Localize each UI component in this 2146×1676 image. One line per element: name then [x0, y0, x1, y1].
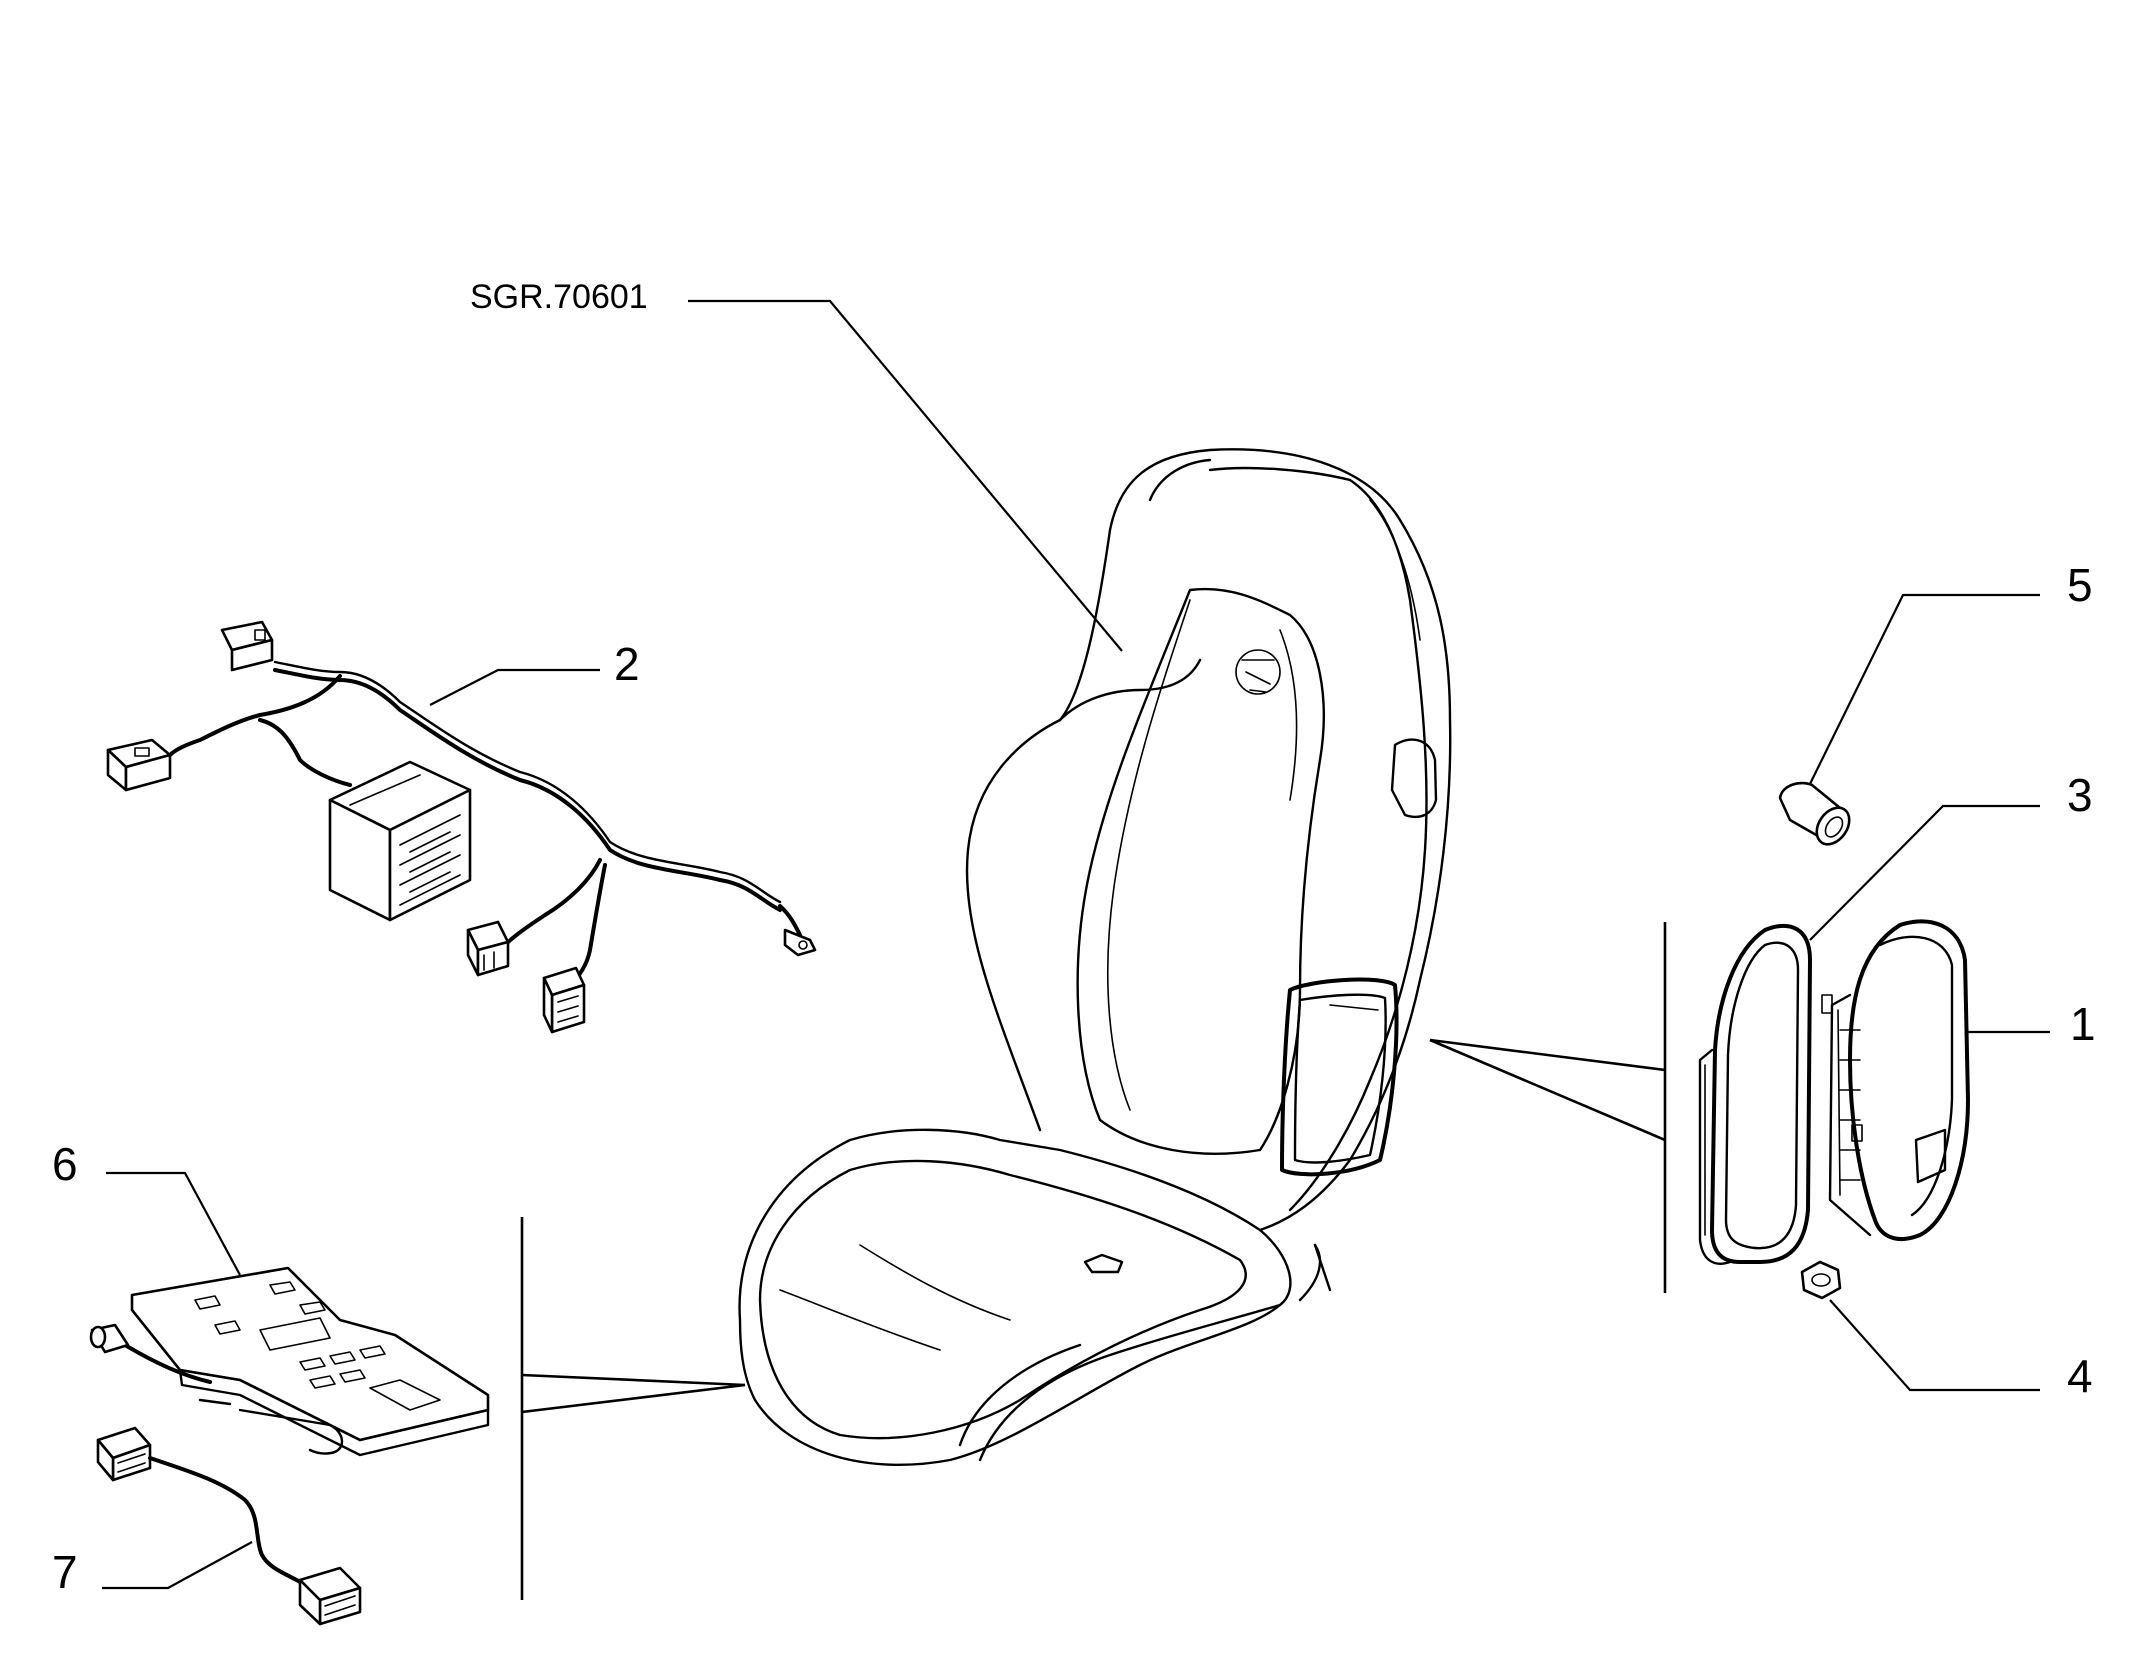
callout-part-3: 3: [2067, 769, 2093, 821]
callout-part-2: 2: [614, 638, 640, 690]
leader-part-3: [1809, 804, 2040, 941]
part-3-trim-frame: [1698, 924, 1812, 1265]
leader-part-2: [429, 668, 600, 706]
leader-part-4: [1829, 1299, 2040, 1392]
part-6-heating-mat: [89, 1266, 490, 1457]
leader-part-6: [106, 1171, 241, 1276]
callout-part-1: 1: [2070, 998, 2096, 1050]
part-1-side-cover: [1821, 919, 1970, 1241]
callout-part-5: 5: [2067, 559, 2093, 611]
seat-assembly: [738, 448, 1452, 1466]
leader-part-5: [1806, 593, 2040, 791]
bracket-seat-base-group: [520, 1217, 746, 1600]
part-7-cable: [96, 1426, 362, 1626]
callout-assembly-ref: SGR.70601: [470, 278, 648, 316]
part-5-push-clip: [1778, 781, 1851, 846]
part-4-nut: [1800, 1260, 1842, 1300]
part-2-wiring-harness: [106, 620, 817, 1034]
bracket-side-panel-group: [1429, 922, 1667, 1293]
brand-badge-icon: [1235, 649, 1281, 695]
callout-part-7: 7: [52, 1546, 78, 1598]
callout-part-6: 6: [52, 1138, 78, 1190]
leader-assembly-ref: [688, 299, 1123, 652]
callout-part-4: 4: [2067, 1350, 2093, 1402]
leader-lines: [102, 299, 2050, 1590]
leader-part-7: [102, 1541, 253, 1590]
